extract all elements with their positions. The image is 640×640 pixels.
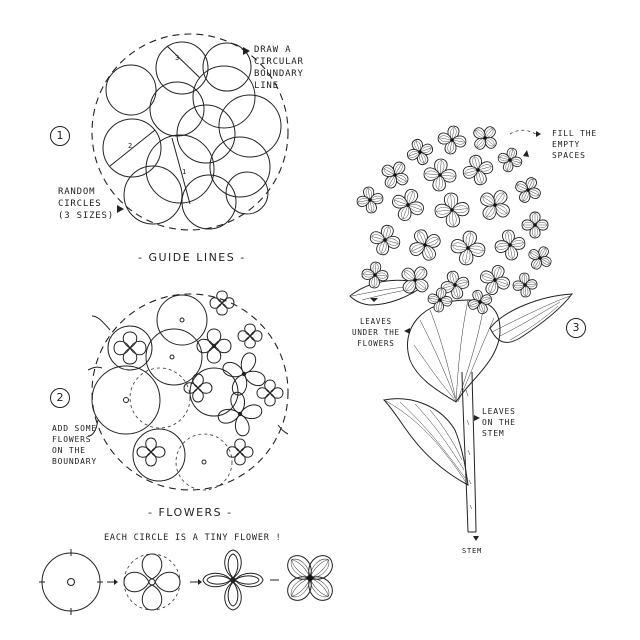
annotation-fill-spaces: FILL THE EMPTY SPACES: [552, 129, 597, 160]
flower-progression: [39, 549, 333, 615]
pointer-arrow-icon: [370, 298, 378, 302]
flower-head: [356, 125, 552, 315]
boundary-arrows: [87, 315, 289, 437]
annotation-random-circles: RANDOM CIRCLES (3 SIZES): [58, 187, 114, 221]
diameter-label-2: 2: [128, 142, 134, 150]
pointer-arrow-icon: [474, 415, 480, 421]
pointer-arrow-icon: [404, 328, 410, 334]
diameter-markers: [109, 45, 201, 205]
annotation-leaves-under-flowers: LEAVES UNDER THE FLOWERS: [352, 317, 400, 348]
step-number-3: 3: [566, 318, 586, 338]
flowers-diagram: [87, 290, 289, 491]
tiny-flowers: [113, 290, 284, 467]
leaf-on-stem: [382, 398, 469, 486]
guide-lines-title: - GUIDE LINES -: [138, 251, 246, 264]
annotation-stem: STEM: [462, 547, 483, 555]
circular-boundary-line: [91, 33, 289, 231]
step-number-1: 1: [50, 126, 70, 146]
flowers-boundary-line: [91, 293, 289, 491]
pointer-arrow-icon: [117, 205, 124, 213]
annotation-add-flowers: ADD SOME FLOWERS ON THE BOUNDARY: [52, 424, 97, 466]
annotation-draw-boundary: DRAW A CIRCULAR BOUNDARY LINE: [254, 45, 304, 91]
annotation-leaves-on-stem: LEAVES ON THE STEM: [482, 407, 516, 438]
diameter-label-3: 3: [175, 54, 181, 62]
pointer-arrow-icon: [473, 536, 479, 541]
fill-arrow: [509, 129, 537, 135]
diameter-label-1: 1: [182, 168, 188, 176]
pointer-arrow-icon: [243, 47, 250, 55]
pointer-arrow-icon: [523, 150, 529, 157]
stem: [461, 371, 477, 533]
flowers-title: - FLOWERS -: [148, 506, 233, 519]
stage-shaded-flower: [287, 555, 333, 601]
guide-lines-diagram: [91, 33, 289, 231]
stage-inked-flower: [202, 549, 264, 611]
leaf-right: [489, 293, 574, 343]
stage-four-petal-outline: [123, 553, 181, 611]
caption-tiny-flower: EACH CIRCLE IS A TINY FLOWER !: [104, 533, 282, 543]
random-circles: [102, 41, 282, 230]
leaf-under-flowers: [407, 299, 501, 403]
hydrangea-drawing: [349, 125, 574, 533]
step-number-2: 2: [50, 388, 70, 408]
stage-circle-guide: [39, 549, 103, 615]
